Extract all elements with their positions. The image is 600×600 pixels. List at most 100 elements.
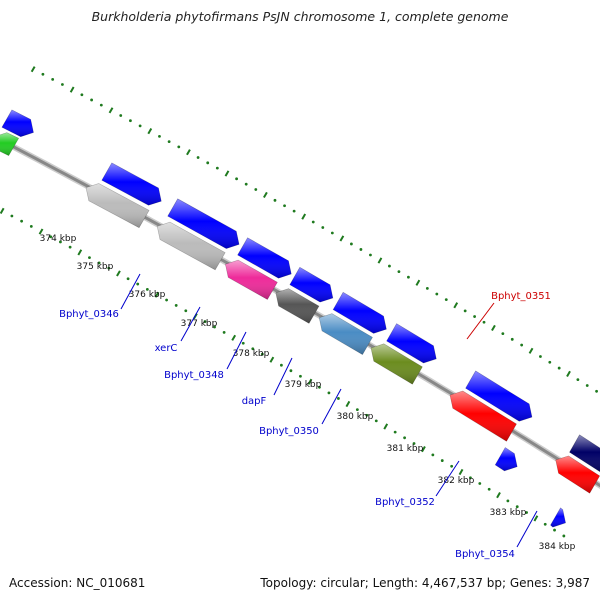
minor-tick [126,277,130,281]
scale-label: 374 kbp [40,234,77,244]
minor-tick [177,145,181,149]
minor-tick [321,226,325,229]
major-tick [307,378,313,385]
minor-tick [292,209,296,213]
minor-tick [51,77,55,81]
gene-green-shading [0,132,20,156]
minor-tick [355,408,359,412]
gene-label: dapF [242,396,267,407]
minor-tick [129,119,132,123]
gene-label-leader [226,331,247,370]
minor-tick [478,482,482,485]
minor-tick [29,224,33,228]
gene-label-leader [516,510,538,548]
gene-forward-shading [1,109,34,138]
minor-tick [20,219,24,223]
minor-tick [222,330,226,334]
minor-tick [119,114,123,117]
minor-tick [260,352,264,356]
tick-track [0,66,598,538]
major-tick [108,107,114,114]
minor-tick [10,214,14,218]
gene-forward-shading [386,323,437,364]
major-tick [533,515,539,522]
gene-label: Bphyt_0354 [455,549,515,560]
minor-tick [506,499,510,503]
gene-label: Bphyt_0350 [259,426,319,437]
minor-tick [327,391,331,395]
minor-tick [196,156,200,159]
minor-tick [425,286,429,290]
major-tick [231,334,237,341]
gene-reverse-shading [449,390,517,442]
major-tick [116,270,121,277]
gene-label-leader [435,460,460,497]
major-tick [453,302,459,309]
major-tick [154,291,160,298]
minor-tick [576,378,580,382]
minor-tick [41,72,45,76]
major-tick [528,347,534,354]
major-tick [345,400,351,408]
minor-tick [349,242,353,246]
minor-tick [407,275,410,279]
gene-forward-shading [289,266,334,303]
minor-tick [431,453,435,457]
scale-label: 380 kbp [337,412,374,422]
major-tick [339,235,345,242]
minor-tick [318,385,321,389]
minor-tick [557,366,561,370]
major-tick [147,128,153,135]
major-tick [186,149,191,156]
accession-text: Accession: NC_010681 [9,576,146,590]
minor-tick [273,198,277,202]
major-tick [377,257,383,264]
gene-label: Bphyt_0352 [375,497,435,508]
major-tick [421,446,426,453]
minor-tick [337,397,340,400]
gene-darkgray-shading [275,288,320,324]
minor-tick [174,304,178,307]
minor-tick [397,270,401,274]
minor-tick [595,389,598,393]
major-tick [69,86,75,93]
minor-tick [145,287,149,291]
minor-tick [553,528,556,532]
gene-label: Bphyt_0348 [164,370,224,381]
minor-tick [251,347,255,351]
gene-label-leader [466,302,495,340]
major-tick [415,279,421,286]
gene-forward-shading [494,447,518,472]
gene-label-leader [273,357,293,396]
scale-label: 383 kbp [490,508,527,518]
minor-tick [501,332,505,336]
scale-label: 384 kbp [539,542,576,552]
gene-steelblue-shading [318,313,373,356]
minor-tick [311,220,315,224]
minor-tick [515,505,519,509]
minor-tick [450,464,454,468]
major-tick [496,491,501,499]
minor-tick [279,363,283,367]
minor-tick [68,245,72,249]
major-tick [263,191,268,199]
gene-forward-shading [332,291,387,334]
minor-tick [215,166,219,170]
minor-tick [539,355,542,358]
gene-olive-shading [370,343,423,385]
scale-label: 382 kbp [438,476,475,486]
minor-tick [585,384,589,387]
minor-tick [359,248,363,251]
gene-label: Bphyt_0346 [59,309,119,320]
minor-tick [520,343,524,347]
gene-label: xerC [155,343,178,354]
gene-forward-shading [465,370,533,422]
minor-tick [49,235,53,239]
minor-tick [330,231,334,235]
minor-tick [244,182,248,186]
gene-forward-shading [237,237,292,279]
minor-tick [440,459,444,462]
gene-gray-shading [156,221,226,271]
minor-tick [562,534,566,538]
